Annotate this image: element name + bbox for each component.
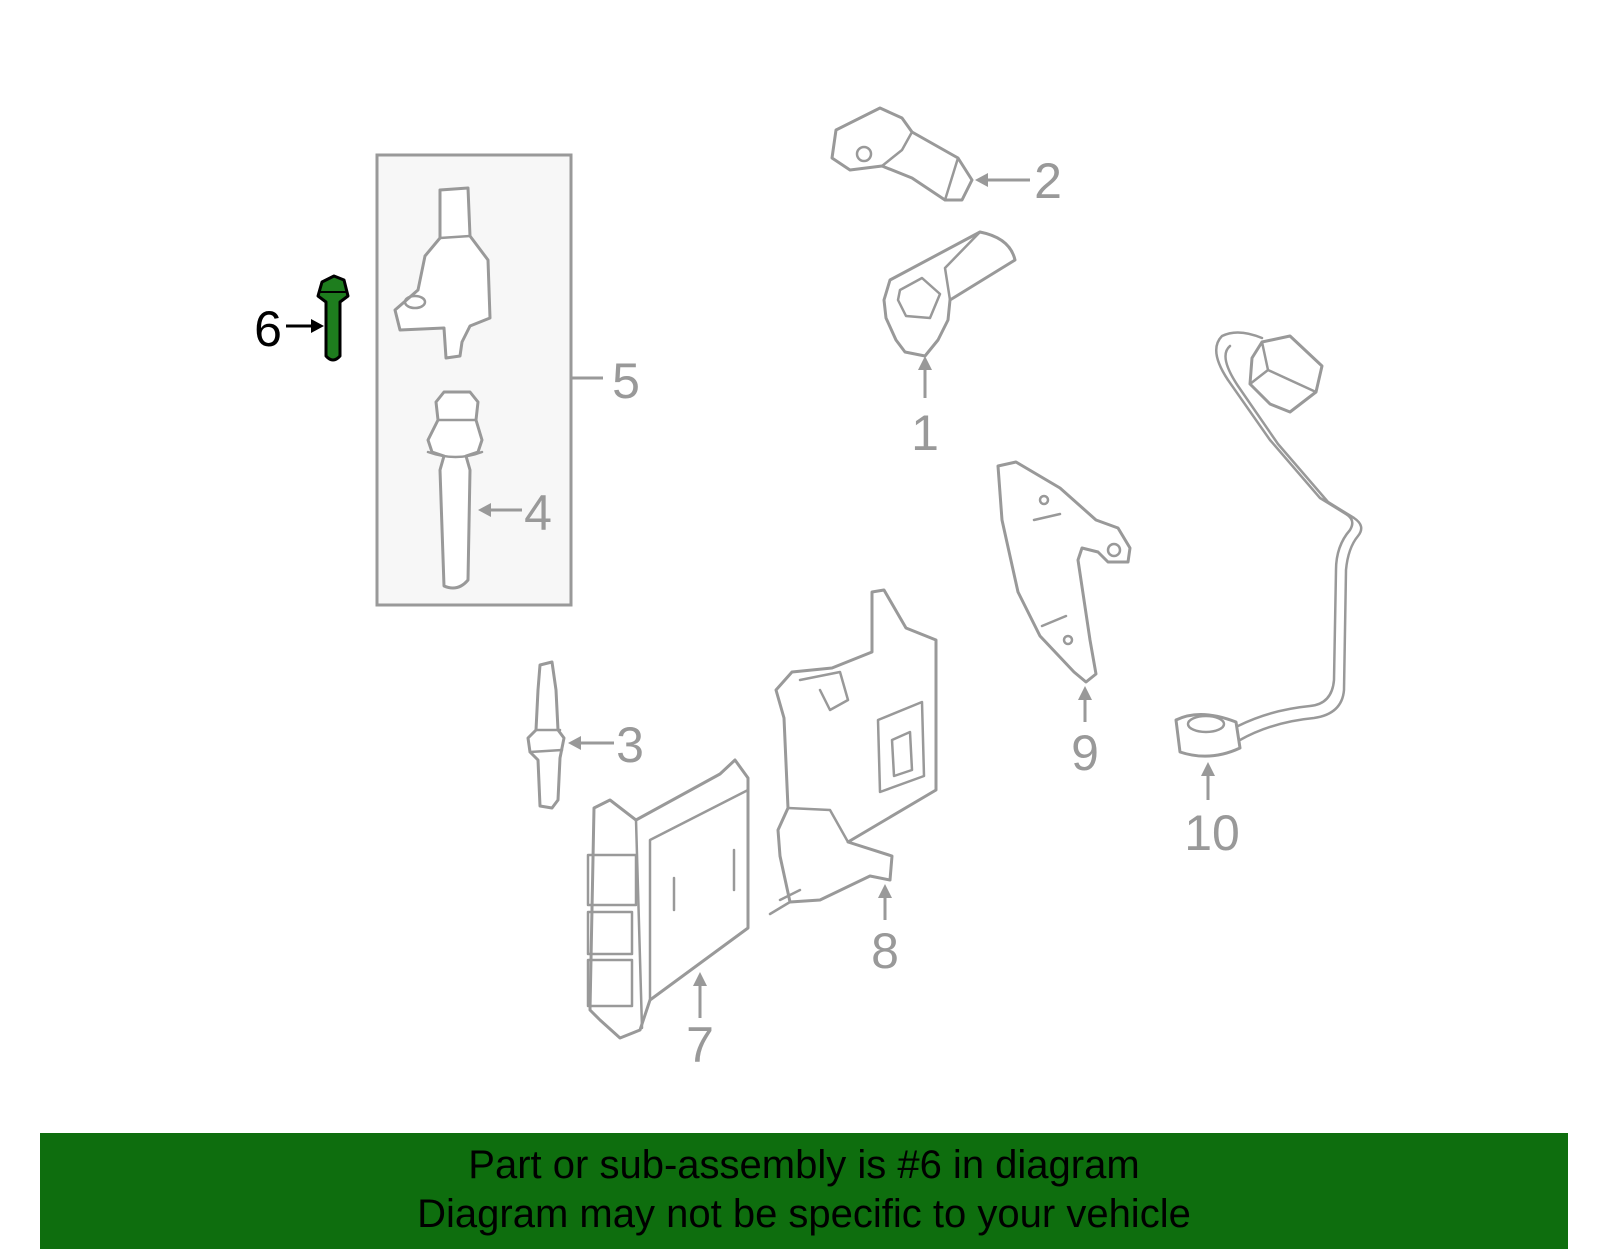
banner-line-1: Part or sub-assembly is #6 in diagram <box>468 1143 1140 1187</box>
arrow-9 <box>1078 686 1092 700</box>
callout-3: 3 <box>616 717 644 773</box>
callout-1: 1 <box>911 405 939 461</box>
arrow-2 <box>975 173 988 187</box>
ignition-coil-part[interactable] <box>393 186 492 360</box>
spark-plug-part[interactable] <box>526 660 566 810</box>
ecm-bracket-part[interactable] <box>768 588 938 916</box>
callout-4: 4 <box>524 485 552 541</box>
arrow-8 <box>878 884 892 898</box>
arrow-4 <box>478 503 491 517</box>
camshaft-sensor-part[interactable] <box>830 106 974 202</box>
callout-10: 10 <box>1184 805 1240 861</box>
arrow-10 <box>1201 762 1215 776</box>
banner-line-2: Diagram may not be specific to your vehi… <box>417 1192 1191 1236</box>
coil-assembly-group-box <box>375 153 573 607</box>
callout-9: 9 <box>1071 725 1099 781</box>
callout-8: 8 <box>871 923 899 979</box>
arrow-1 <box>918 356 932 370</box>
bolt-part-highlighted[interactable] <box>316 274 350 362</box>
callout-6: 6 <box>254 301 282 357</box>
callout-7: 7 <box>686 1017 714 1073</box>
callout-5: 5 <box>612 353 640 409</box>
arrow-7 <box>693 972 707 986</box>
arrow-3 <box>568 736 581 750</box>
crankshaft-sensor-part[interactable] <box>882 230 1017 358</box>
info-banner: Part or sub-assembly is #6 in diagram Di… <box>40 1133 1568 1249</box>
engine-control-module-part[interactable] <box>586 758 750 1040</box>
sensor-bracket-part[interactable] <box>996 460 1132 684</box>
arrow-6 <box>311 319 324 333</box>
knock-sensor-part[interactable] <box>1174 331 1363 758</box>
coil-boot-part[interactable] <box>426 390 484 590</box>
callout-2: 2 <box>1034 153 1062 209</box>
